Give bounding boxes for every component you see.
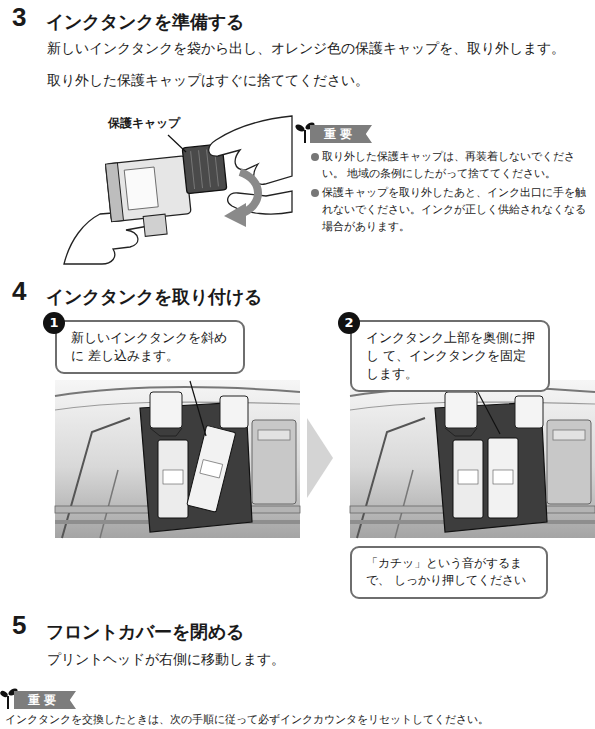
note-box: 「カチッ」という音がするまで、 しっかり押してください [350, 546, 548, 599]
printer-insert-illustration [187, 425, 236, 512]
note-bullets [311, 153, 319, 161]
note-text: 取り外した保護キャップは、再装着しないでください。 地域の条例にしたがって捨てて… [322, 148, 592, 182]
instruction-text: プリントヘッドが右側に移動します。 [47, 649, 587, 669]
callout-number: 2 [338, 312, 360, 334]
step-number: 4 [12, 276, 42, 307]
printer-insert-illustration [187, 425, 236, 512]
printer-insert-illustration [200, 460, 223, 478]
tag-text: 重要 [324, 127, 356, 141]
important-icons [7, 696, 9, 709]
printer-insert-illustration [55, 380, 300, 538]
printer-insert-illustration [190, 381, 206, 436]
important-icons [304, 130, 306, 143]
important-tag: 重要 [14, 691, 76, 709]
note-bullets [311, 189, 319, 197]
note-bullets [311, 153, 319, 197]
step-heading: フロントカバーを閉める [46, 618, 406, 645]
printer-lock-illustration [350, 380, 595, 538]
callout-text: インクタンク上部を奥側に押し て、インクタンクを固定します。 [366, 329, 538, 383]
printer-lock-illustration [493, 470, 513, 484]
callout-text: 新しいインクタンクを斜めに 差し込みます。 [71, 329, 233, 365]
hand-illustration [105, 163, 123, 222]
tag-text: 重要 [28, 693, 60, 707]
hand-illustration [224, 203, 246, 227]
hand-illustration [105, 144, 231, 240]
step-heading: インクタンクを準備する [46, 8, 406, 35]
instruction-text: 取り外した保護キャップはすぐに捨ててください。 [47, 70, 587, 90]
step-heading: インクタンクを取り付ける [46, 283, 406, 310]
important-tag: 重要 [310, 125, 372, 143]
hand-illustration [124, 167, 158, 210]
part-label: 保護キャップ [108, 114, 208, 132]
printer-insert-illustration [158, 440, 188, 518]
callout-number: 1 [43, 312, 65, 334]
hand-illustration [143, 214, 167, 236]
important-icons [0, 690, 9, 699]
step-number: 5 [12, 610, 42, 641]
callout-box: 2インクタンク上部を奥側に押し て、インクタンクを固定します。 [350, 320, 550, 392]
important-icons [294, 123, 306, 133]
instruction-text: 新しいインクタンクを袋から出し、オレンジ色の保護キャップを、取り外します。 [47, 38, 587, 58]
step-number: 3 [12, 2, 42, 33]
callout-text: 「カチッ」という音がするまで、 しっかり押してください [366, 555, 536, 590]
hand-illustration [105, 156, 191, 222]
printer-lock-illustration [488, 438, 518, 518]
important-icons [0, 121, 316, 709]
hand-illustration [168, 135, 186, 152]
next-arrow [307, 418, 333, 498]
printer-insert-illustration [55, 380, 300, 538]
printer-lock-illustration [350, 380, 595, 538]
note-text: インクタンクを交換したときは、次の手順に従って必ずインクカウンタをリセットしてく… [5, 712, 590, 729]
callout-box: 1新しいインクタンクを斜めに 差し込みます。 [55, 320, 245, 374]
hand-illustration [64, 116, 292, 264]
printer-lock-illustration [458, 470, 478, 484]
printer-insert-illustration [163, 470, 183, 484]
note-text: 保護キャップを取り外したあと、インク出口に手を触 れないでください。インクが正し… [322, 184, 592, 235]
printer-lock-illustration [453, 440, 483, 518]
